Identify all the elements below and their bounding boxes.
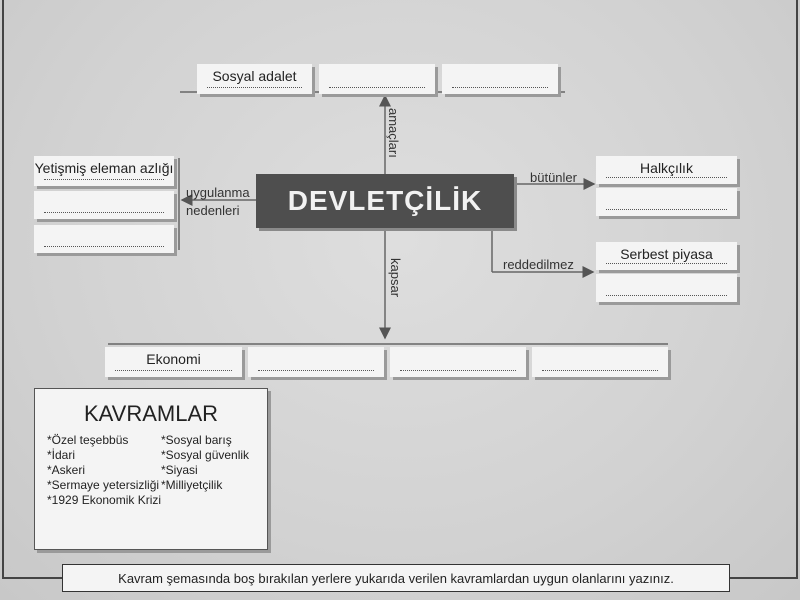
- instruction-text: Kavram şemasında boş bırakılan yerlere y…: [118, 570, 674, 586]
- answer-dotted-line: [606, 263, 727, 264]
- edge-label-kapsar: kapsar: [388, 258, 403, 298]
- answer-dotted-line: [542, 370, 658, 371]
- central-concept-box: DEVLETÇİLİK: [256, 174, 514, 228]
- top-box-2[interactable]: [319, 64, 435, 94]
- concept-item: *İdari: [47, 448, 76, 462]
- concept-item: *Milliyetçilik: [161, 478, 223, 492]
- concept-item: *Siyasi: [161, 463, 198, 477]
- bottom-box-4[interactable]: [532, 347, 668, 377]
- right-box-label: Halkçılık: [640, 160, 693, 176]
- answer-dotted-line: [606, 295, 727, 296]
- frame-left-line: [2, 0, 4, 578]
- frame-bottom-line: [2, 577, 64, 579]
- right-top-box-1[interactable]: Halkçılık: [596, 156, 737, 184]
- right-top-box-2[interactable]: [596, 188, 737, 216]
- concept-item: *Sermaye yetersizliği: [47, 478, 160, 492]
- frame-bottom-line-right: [729, 577, 798, 579]
- edge-label-amaclari: amaçları: [386, 108, 401, 158]
- left-box-label: Yetişmiş eleman azlığı: [34, 160, 174, 176]
- top-box-3[interactable]: [442, 64, 558, 94]
- answer-dotted-line: [329, 87, 425, 88]
- concept-item: *Sosyal barış: [161, 433, 232, 447]
- right-bottom-box-1[interactable]: Serbest piyasa: [596, 242, 737, 270]
- right-bottom-box-2[interactable]: [596, 274, 737, 302]
- answer-dotted-line: [452, 87, 548, 88]
- answer-dotted-line: [606, 177, 727, 178]
- concept-item: *Askeri: [47, 463, 86, 477]
- answer-dotted-line: [606, 209, 727, 210]
- answer-dotted-line: [115, 370, 232, 371]
- answer-dotted-line: [258, 370, 374, 371]
- left-box-2[interactable]: [34, 191, 174, 219]
- concept-item: *Özel teşebbüs: [47, 433, 129, 447]
- concept-item: *Sosyal güvenlik: [161, 448, 250, 462]
- frame-right-line: [796, 0, 798, 579]
- left-box-3[interactable]: [34, 225, 174, 253]
- bottom-box-label: Ekonomi: [146, 351, 201, 367]
- concepts-box: KAVRAMLAR *Özel teşebbüs *İdari *Askeri …: [34, 388, 268, 550]
- edge-label-reddedilmez: reddedilmez: [503, 257, 574, 272]
- concepts-column-1: *Özel teşebbüs *İdari *Askeri *Sermaye y…: [47, 433, 161, 508]
- instruction-banner: Kavram şemasında boş bırakılan yerlere y…: [62, 564, 730, 592]
- concepts-title: KAVRAMLAR: [83, 401, 219, 426]
- concept-item: *1929 Ekonomik Krizi: [47, 493, 162, 507]
- answer-dotted-line: [44, 179, 164, 180]
- answer-dotted-line: [400, 370, 516, 371]
- edge-label-butunler: bütünler: [530, 170, 577, 185]
- concepts-column-2: *Sosyal barış *Sosyal güvenlik *Siyasi *…: [161, 433, 249, 493]
- top-box-1[interactable]: Sosyal adalet: [197, 64, 312, 94]
- answer-dotted-line: [207, 87, 302, 88]
- top-box-label: Sosyal adalet: [212, 68, 297, 84]
- right-box-label: Serbest piyasa: [620, 246, 713, 262]
- bottom-box-3[interactable]: [390, 347, 526, 377]
- edge-label-uygulanma: uygulanma: [186, 185, 250, 200]
- edge-label-nedenleri: nedenleri: [186, 203, 240, 218]
- answer-dotted-line: [44, 212, 164, 213]
- bottom-box-2[interactable]: [248, 347, 384, 377]
- answer-dotted-line: [44, 246, 164, 247]
- bottom-box-1[interactable]: Ekonomi: [105, 347, 242, 377]
- left-box-1[interactable]: Yetişmiş eleman azlığı: [34, 156, 174, 186]
- central-concept-label: DEVLETÇİLİK: [287, 185, 483, 216]
